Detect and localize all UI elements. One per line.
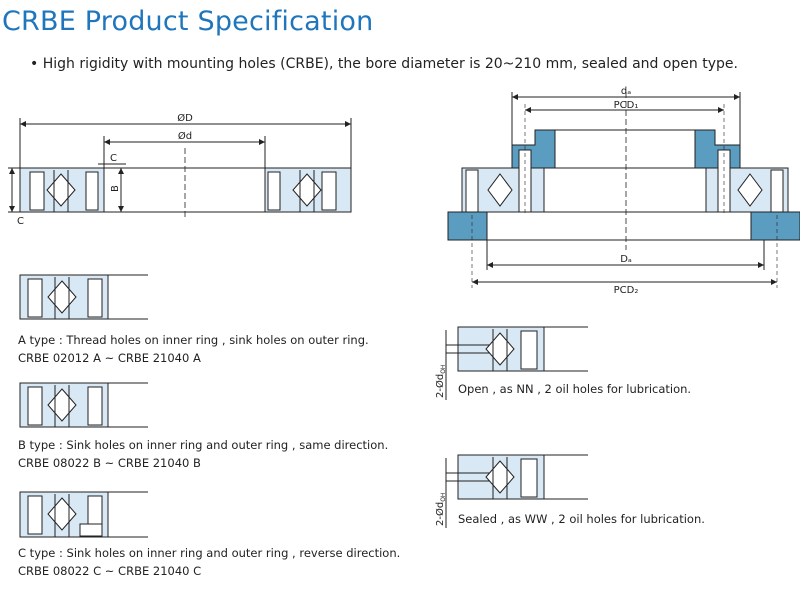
open-caption: Open , as NN , 2 oil holes for lubricati… (458, 382, 692, 396)
type-c-drawing (19, 491, 148, 538)
da-label: dₐ (621, 86, 631, 97)
pcd1-label: PCD₁ (614, 100, 639, 111)
page-title: CRBE Product Specification (2, 6, 374, 37)
dim-c-bottom-label: C (17, 216, 24, 227)
main-bearing-drawing (8, 118, 352, 220)
type-c-caption: C type : Sink holes on inner ring and ou… (18, 546, 401, 560)
outer-diameter-label: ØD (177, 112, 193, 124)
type-c-range: CRBE 08022 C ~ CRBE 21040 C (18, 564, 202, 578)
mounting-drawing (447, 92, 800, 288)
type-a-caption: A type : Thread holes on inner ring , si… (18, 333, 369, 347)
type-b-drawing (19, 382, 148, 428)
sealed-caption: Sealed , as WW , 2 oil holes for lubrica… (458, 512, 705, 526)
sealed-ww-drawing (445, 454, 588, 528)
spec-bullet: • High rigidity with mounting holes (CRB… (30, 56, 738, 72)
type-b-range: CRBE 08022 B ~ CRBE 21040 B (18, 456, 201, 470)
oil-hole-label-open: 2-ØdOH (434, 365, 447, 398)
type-b-caption: B type : Sink holes on inner ring and ou… (18, 438, 389, 452)
dim-b-label: B (110, 185, 121, 192)
type-a-range: CRBE 02012 A ~ CRBE 21040 A (18, 351, 201, 365)
Da-label: Dₐ (620, 254, 632, 265)
oil-hole-label-sealed: 2-ØdOH (434, 493, 447, 526)
open-nn-drawing (445, 326, 588, 400)
type-a-drawing (19, 274, 148, 320)
inner-diameter-label: Ød (178, 130, 192, 142)
dim-c-label: C (110, 153, 117, 164)
pcd2-label: PCD₂ (614, 285, 639, 296)
